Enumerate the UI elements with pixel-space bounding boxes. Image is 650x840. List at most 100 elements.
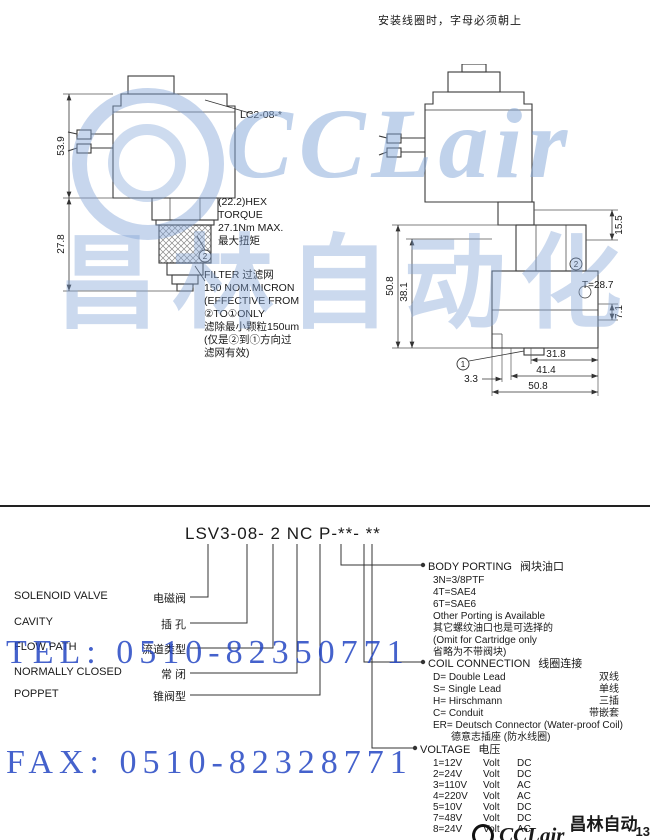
company-logo-icon	[472, 823, 495, 840]
dim-width-1: 31.8	[546, 349, 566, 360]
volt-code: 5=10V	[433, 802, 463, 813]
label-en: POPPET	[14, 688, 59, 700]
code-label-solenoid-valve: SOLENOID VALVE 电磁阀	[14, 590, 186, 606]
option-cn: 双线	[599, 672, 619, 683]
title-cn: 电压	[478, 744, 501, 756]
footer-logo: CCLair 昌林自动化	[472, 810, 650, 840]
dim-thread: T=28.7	[582, 280, 614, 291]
title-en: BODY PORTING	[428, 561, 512, 573]
hex-note-line: 最大扭矩	[218, 235, 260, 247]
voltage-option: 5=10V Volt DC	[433, 802, 531, 813]
voltage-option: 7=48V Volt DC	[433, 813, 531, 824]
dim-width-total: 50.8	[528, 381, 548, 392]
coil-option: S= Single Lead 单线	[433, 684, 619, 696]
dim-top-offset: 15.5	[614, 215, 625, 235]
dim-width-offset: 3.3	[464, 374, 478, 385]
filter-note: FILTER 过滤网 150 NOM.MICRON (EFFECTIVE FRO…	[204, 269, 299, 360]
filter-note-line: ②TO①ONLY	[204, 308, 266, 320]
label-en: NORMALLY CLOSED	[14, 666, 122, 678]
option-label: D= Double Lead	[433, 672, 506, 683]
porting-option: 6T=SAE6	[433, 599, 477, 610]
porting-note: 其它螺纹油口也是可选择的	[433, 623, 553, 634]
coil-model-label: LC2-08-*	[240, 109, 283, 121]
code-label-cavity: CAVITY 插 孔	[14, 616, 186, 632]
dim-coil-height: 53.9	[56, 136, 67, 156]
volt-type: DC	[517, 813, 532, 824]
title-en: VOLTAGE	[420, 744, 471, 756]
option-cn: 单线	[599, 684, 619, 695]
section-divider	[0, 505, 650, 507]
port-1-marker	[456, 357, 470, 371]
dim-lines	[66, 94, 254, 291]
volt-unit: Volt	[483, 802, 500, 813]
label-en: CAVITY	[14, 616, 53, 628]
label-en: FLOW PATH	[14, 641, 77, 653]
hex-note-line: 27.1Nm MAX.	[218, 222, 284, 234]
option-cn: 带嵌套	[589, 708, 619, 719]
label-cn: 插 孔	[160, 619, 186, 631]
voltage-option: 3=110V Volt AC	[433, 780, 531, 791]
filter-note-line: (EFFECTIVE FROM	[204, 295, 300, 307]
cartridge-valve-drawing: 53.9 27.8 2	[56, 75, 254, 292]
label-cn: 常 闭	[160, 669, 186, 681]
port-2-marker	[569, 257, 583, 271]
option-label: H= Hirschmann	[433, 696, 503, 707]
valve-body-outline	[491, 201, 599, 356]
filter-note-line: FILTER 过滤网	[204, 269, 274, 281]
dim-body-height: 38.1	[399, 282, 410, 302]
porting-note: 省略为不带阀块)	[433, 647, 507, 658]
volt-unit: Volt	[483, 758, 500, 769]
coil-option-er-cn: 德意志插座 (防水线圈)	[451, 732, 551, 743]
dim-total-height: 50.8	[385, 276, 396, 296]
volt-code: 1=12V	[433, 758, 463, 769]
volt-unit: Volt	[483, 769, 500, 780]
watermark-fax: FAX: 0510-82328771	[6, 744, 413, 781]
porting-note: Other Porting is Available	[433, 611, 546, 622]
page-number: 13	[635, 824, 650, 839]
port-1-number: 1	[461, 360, 466, 369]
option-label: C= Conduit	[433, 708, 484, 719]
coil-outline	[378, 64, 533, 203]
footer-brand: CCLair	[499, 822, 565, 840]
port-2-number: 2	[203, 252, 208, 261]
hex-note-line: (22.2)HEX	[218, 196, 268, 208]
valve-with-body-drawing: 50.8 38.1 15.5 7.1 T=28.7 31.8 41.4 50.8…	[378, 64, 625, 396]
label-cn: 电磁阀	[153, 593, 186, 605]
volt-code: 8=24V	[433, 824, 463, 835]
porting-note: (Omit for Cartridge only	[433, 635, 537, 646]
hex-torque-note: (22.2)HEX TORQUE 27.1Nm MAX. 最大扭矩	[218, 196, 283, 248]
coil-connection-title: COIL CONNECTION 线圈连接	[428, 655, 623, 671]
dim-step: 7.1	[614, 305, 625, 319]
volt-unit: Volt	[483, 791, 500, 802]
label-cn: 锥阀型	[153, 691, 186, 703]
footer-brand-cn: 昌林自动化	[569, 815, 638, 834]
dim-lines	[395, 210, 615, 395]
voltage-title: VOLTAGE 电压	[420, 741, 531, 757]
volt-type: DC	[517, 769, 532, 780]
label-cn: 流道类型	[142, 644, 186, 656]
coil-option: H= Hirschmann 三插	[433, 696, 619, 708]
volt-type: DC	[517, 802, 532, 813]
porting-option: 3N=3/8PTF	[433, 575, 485, 586]
coil-option: D= Double Lead 双线	[433, 672, 619, 684]
title-cn: 线圈连接	[538, 658, 583, 670]
code-label-flow-path: FLOW PATH 流道类型	[14, 641, 186, 657]
model-code: LSV3-08- 2 NC P-**- **	[185, 524, 381, 543]
dim-width-2: 41.4	[536, 365, 556, 376]
voltage-option: 1=12V Volt DC	[433, 758, 531, 769]
filter-note-line: (仅是②到①方向过	[204, 334, 292, 346]
code-label-poppet: POPPET 锥阀型	[14, 688, 186, 704]
coil-connection-block: COIL CONNECTION 线圈连接 D= Double Lead 双线 S=…	[428, 655, 623, 744]
voltage-option: 2=24V Volt DC	[433, 769, 531, 780]
option-label: S= Single Lead	[433, 684, 502, 695]
hex-note-line: TORQUE	[218, 209, 263, 221]
voltage-option: 4=220V Volt AC	[433, 791, 531, 802]
volt-unit: Volt	[483, 780, 500, 791]
volt-code: 4=220V	[433, 791, 468, 802]
volt-type: AC	[517, 780, 531, 791]
porting-option: 4T=SAE4	[433, 587, 477, 598]
title-en: COIL CONNECTION	[428, 658, 531, 670]
volt-code: 3=110V	[433, 780, 468, 791]
